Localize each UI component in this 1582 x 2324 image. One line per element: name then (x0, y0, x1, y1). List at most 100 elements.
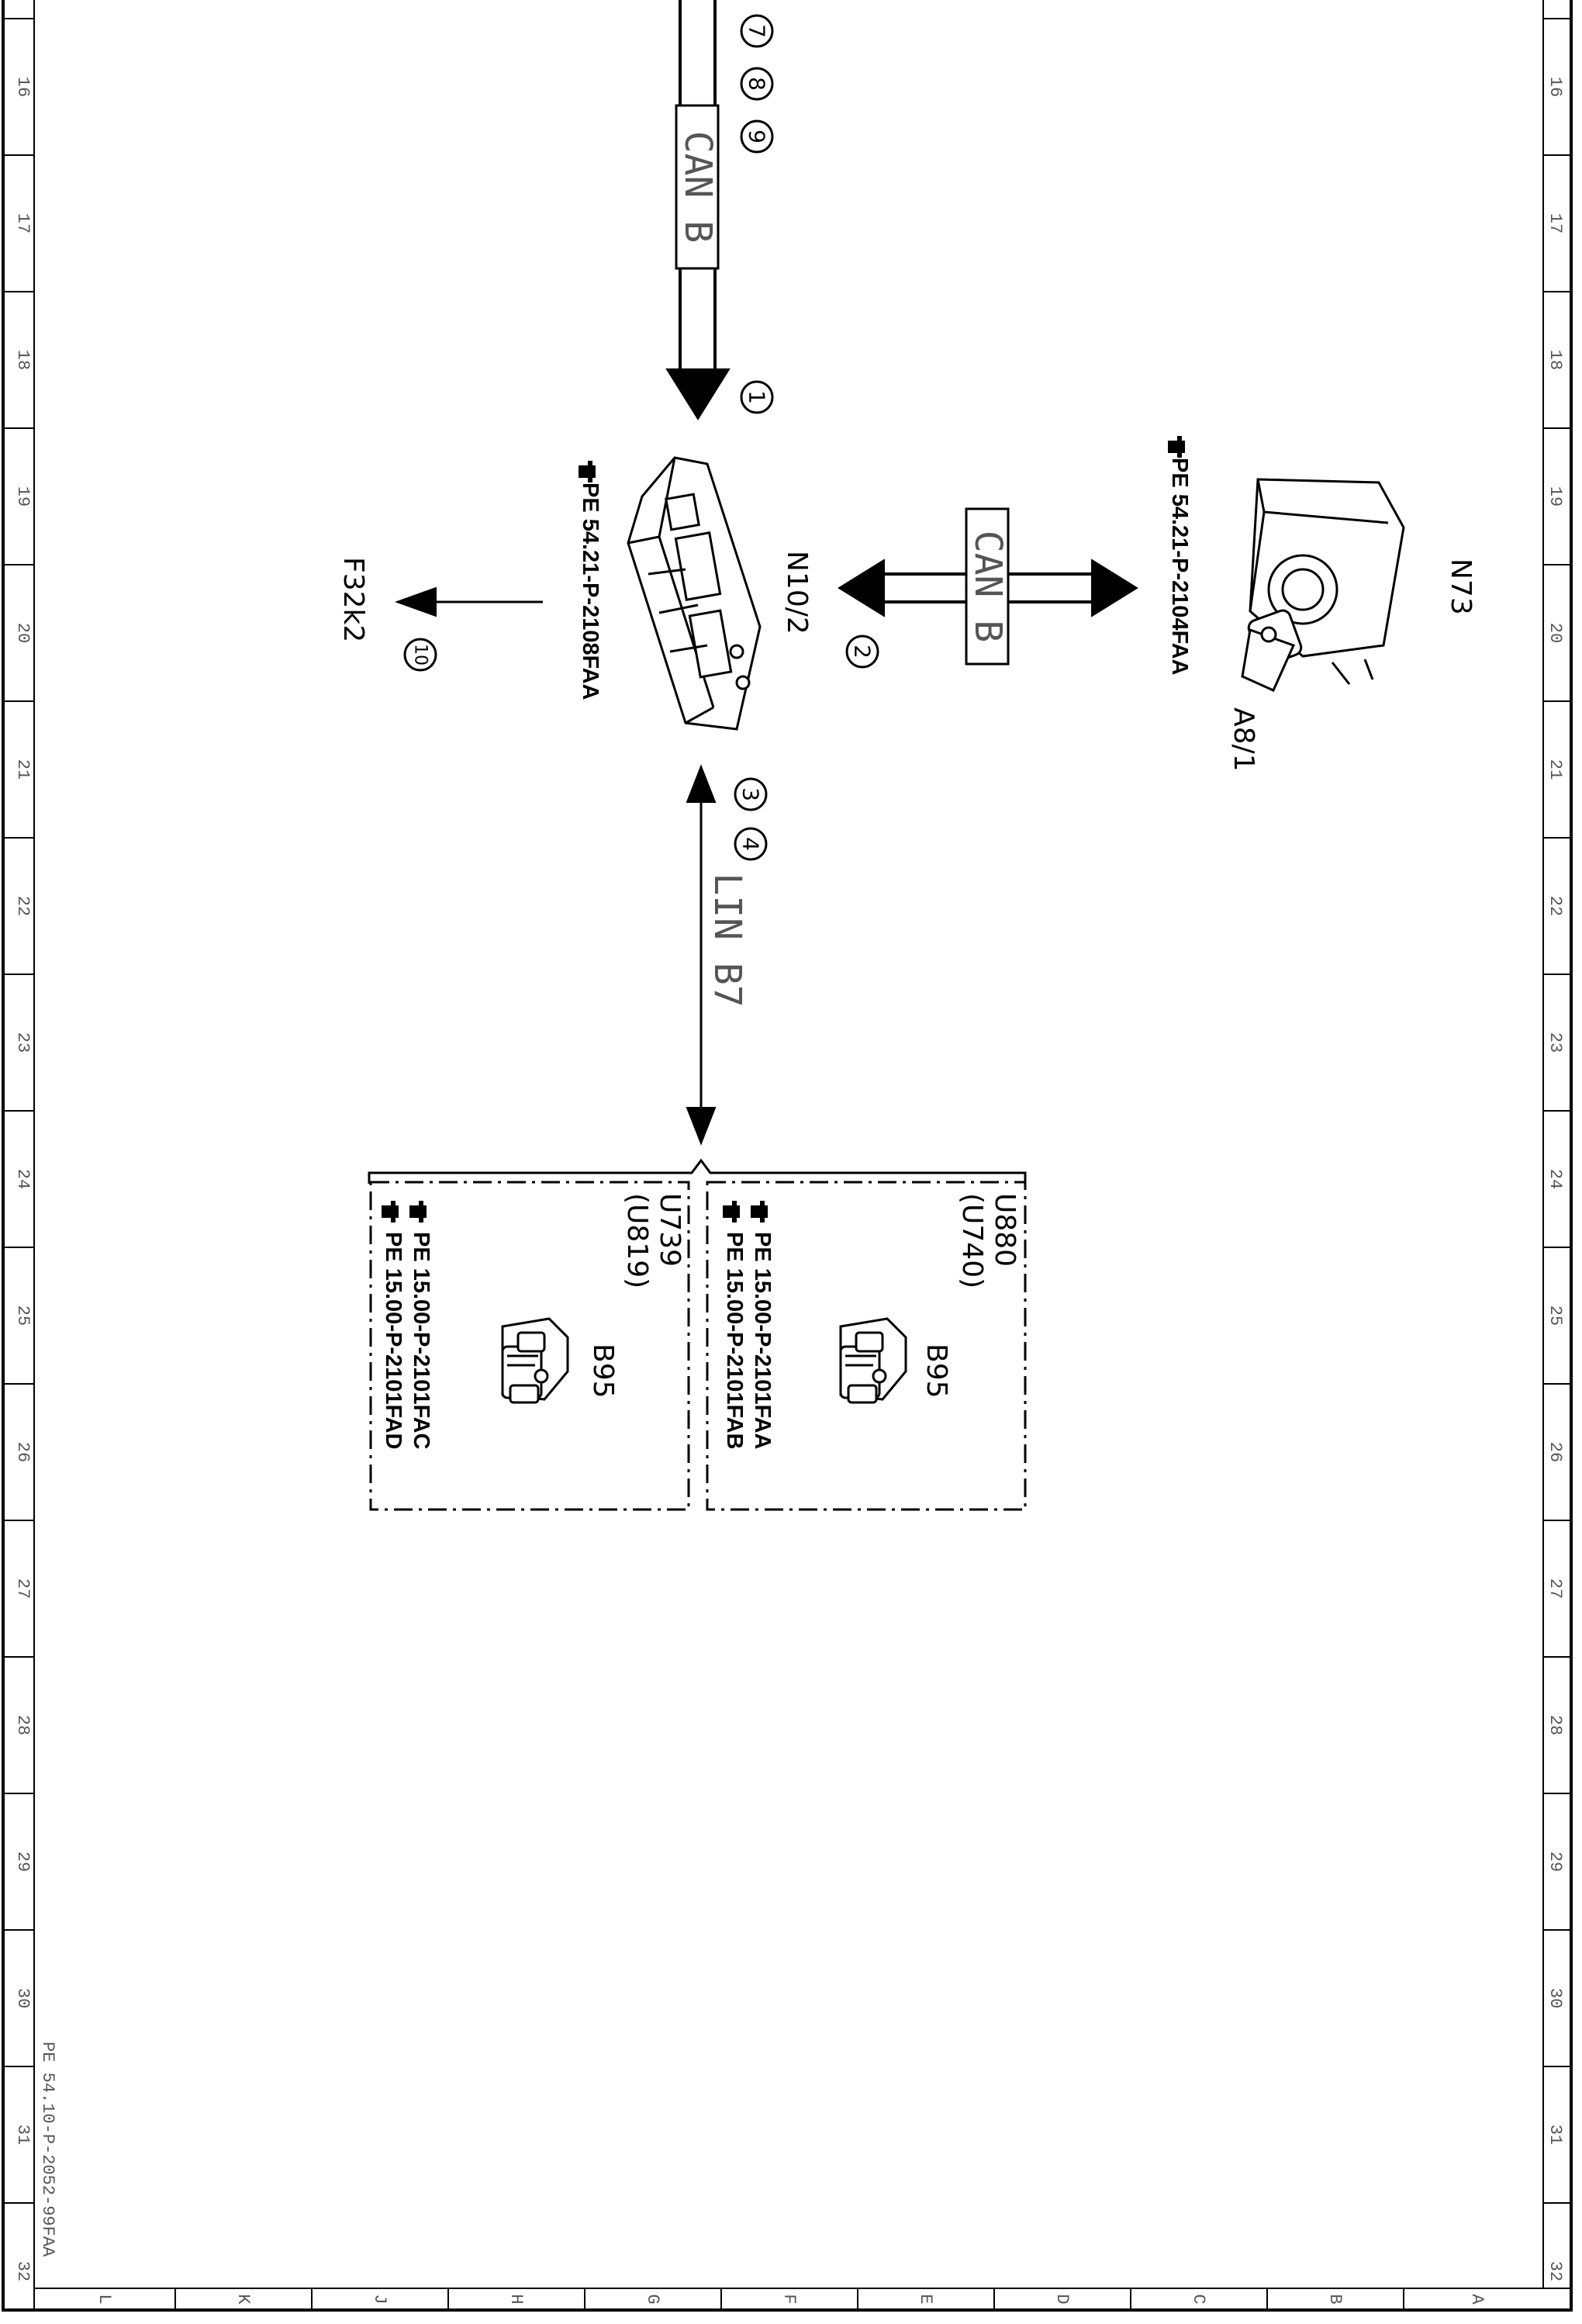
n10-module-icon (627, 456, 762, 731)
row-label: 23 (13, 1032, 33, 1053)
column-label: E (916, 2294, 935, 2304)
group-left-code: U739 (654, 1193, 686, 1267)
column-label: A (1467, 2294, 1487, 2305)
column-label: L (95, 2294, 114, 2304)
row-labels-left: 16 17 18 19 20 21 22 23 24 25 26 27 28 2… (13, 77, 33, 2281)
n73-sub-label: A8/1 (1228, 707, 1259, 772)
can-bus-top-label: CAN B (676, 131, 720, 244)
row-label: 27 (13, 1579, 33, 1599)
row-label: 16 (13, 77, 33, 97)
can-bus-mid-label-box (965, 507, 1010, 666)
n73-label: N73 (1445, 559, 1477, 615)
f32k2-label: F32k2 (337, 557, 369, 642)
column-label: H (506, 2294, 526, 2304)
row-label: 25 (13, 1306, 33, 1326)
group-right-doc-2: PE 15.00-P-2101FAB (722, 1232, 747, 1449)
group-left-doc-1: PE 15.00-P-2101FAC (409, 1232, 433, 1450)
drawing-id: PE 54.10-P-2052-99FAA (38, 2042, 57, 2257)
callout-number: 9 (744, 130, 770, 144)
row-label: 22 (1546, 896, 1565, 916)
hand-icon (723, 1201, 768, 1223)
row-label: 21 (13, 759, 33, 780)
row-label: 29 (13, 1852, 33, 1872)
row-label: 20 (1546, 623, 1565, 643)
row-labels-right: 16 17 18 19 20 21 22 23 24 25 26 27 28 2… (1546, 77, 1565, 2281)
group-left-alt-code: (U819) (621, 1193, 653, 1288)
row-label: 25 (1546, 1306, 1565, 1326)
row-label: 17 (13, 213, 33, 233)
b95-sensor-icon (501, 1317, 569, 1404)
callouts-top: 7 8 9 1 (740, 14, 774, 414)
row-label: 32 (1546, 2261, 1565, 2281)
row-label: 30 (1546, 1988, 1565, 2008)
group-right-alt-code: (U740) (956, 1193, 988, 1288)
row-label: 16 (1546, 77, 1565, 97)
row-label: 24 (13, 1169, 33, 1189)
row-label: 17 (1546, 213, 1565, 233)
row-label: 21 (1546, 759, 1565, 780)
group-left-b95-label: B95 (587, 1344, 619, 1399)
lin-bus-link (686, 764, 717, 1146)
callout-number: 4 (738, 837, 764, 851)
n10-document-ref: PE 54.21-P-2108FAA (578, 482, 603, 700)
callout-circle (740, 67, 774, 101)
row-label: 28 (13, 1715, 33, 1735)
row-label: 26 (13, 1442, 33, 1462)
row-label: 23 (1546, 1032, 1565, 1053)
callout-circle (403, 638, 437, 672)
column-label: C (1189, 2294, 1208, 2304)
column-label: J (370, 2294, 389, 2304)
callout-circle (740, 119, 774, 154)
row-label: 28 (1546, 1715, 1565, 1735)
f32k2-link (395, 586, 543, 617)
row-label: 19 (1546, 486, 1565, 507)
row-label: 31 (1546, 2125, 1565, 2145)
row-label: 29 (1546, 1852, 1565, 1872)
hand-icon (382, 1201, 427, 1223)
callout-number: 3 (738, 787, 764, 801)
n10-document-hand-icon (579, 461, 596, 482)
group-bracket (368, 1158, 1027, 1184)
column-labels: L K J H G F E D C B A (95, 2294, 1487, 2305)
n73-document-ref: PE 54.21-P-2104FAA (1167, 458, 1192, 676)
group-left-box (369, 1181, 690, 1511)
row-label: 18 (1546, 350, 1565, 370)
can-bus-mid-link (838, 559, 1138, 617)
callout-circle (740, 380, 774, 414)
callout-circle (740, 14, 774, 48)
can-bus-top-label-box (675, 104, 720, 270)
row-label: 20 (13, 623, 33, 643)
callout-circle (734, 777, 768, 811)
row-label: 27 (1546, 1579, 1565, 1599)
n10-label: N10/2 (781, 551, 813, 635)
group-right-b95-label: B95 (921, 1344, 952, 1399)
row-label: 30 (13, 1988, 33, 2008)
callout-number: 1 (744, 390, 770, 404)
group-right-box (706, 1181, 1027, 1511)
group-right-code: U880 (989, 1193, 1021, 1267)
column-label: F (779, 2294, 799, 2304)
b95-sensor-icon (839, 1317, 907, 1404)
group-right-doc-1: PE 15.00-P-2101FAA (750, 1232, 775, 1450)
row-ticks (3, 18, 1571, 2204)
row-label: 22 (13, 896, 33, 916)
row-label: 31 (13, 2125, 33, 2145)
group-left-doc-2: PE 15.00-P-2101FAD (381, 1232, 406, 1449)
column-label: D (1052, 2294, 1072, 2304)
callout-number: 10 (411, 644, 430, 666)
row-label: 19 (13, 486, 33, 507)
column-label: G (643, 2294, 662, 2304)
n73-document-hand-icon (1168, 436, 1185, 458)
lin-bus-label: LIN B7 (706, 873, 749, 1007)
row-label: 32 (13, 2261, 33, 2281)
callout-number: 2 (850, 645, 876, 659)
callout-number: 7 (744, 24, 770, 38)
row-label: 26 (1546, 1442, 1565, 1462)
column-label: B (1325, 2294, 1345, 2304)
row-label: 18 (13, 350, 33, 370)
n73-ignition-switch-icon (1241, 478, 1405, 692)
can-bus-mid-label: CAN B (966, 531, 1010, 643)
column-label: K (233, 2294, 253, 2305)
